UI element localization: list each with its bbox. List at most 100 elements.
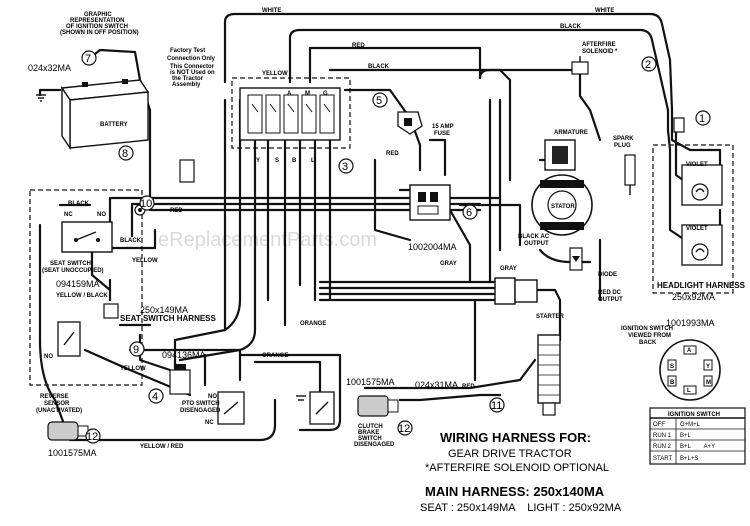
ignition-row-start-conn: B+L+S [680,456,698,462]
seat-no-label: NO [97,212,106,218]
ignition-row-run1-conn: B+L [680,433,692,439]
ignition-row-run1: RUN 1 [653,433,672,439]
seat-harness-label: SEAT SWITCH HARNESS [120,314,217,323]
back-terminal-m: M [706,380,711,386]
title-line-1: WIRING HARNESS FOR: [440,430,591,445]
starter-label: STARTER [536,314,565,320]
seat-harness-connector [103,303,119,319]
wire-label-orange-low: ORANGE [262,353,288,359]
ignition-row-run2: RUN 2 [653,444,672,450]
wire-label-black-seat: BLACK [68,201,90,207]
headlight-lower [681,224,723,266]
callout-1: 1 [699,113,705,125]
part-024x31: 024x31MA [415,380,458,390]
seat-nc-label: NC [64,212,73,218]
wire-label-gray-right: GRAY [500,266,517,272]
clutch-switch-part [357,395,399,417]
ignition-switch-graphic-box [231,77,351,149]
graphic-rep-2: REPRESENTATION [70,18,124,24]
terminal-a: A [287,91,292,97]
callout-11: 11 [491,400,502,412]
pto-label-1: PTO SWITCH [182,401,220,407]
wire-label-violet-lower: VIOLET [686,226,708,232]
factory-test-6: Assembly [172,82,201,88]
relay-connector [409,184,451,221]
headlight-upper [681,164,723,206]
reverse-label-3: (UNACTIVATED) [36,408,82,414]
diode-label: DIODE [598,272,617,278]
wire-label-yellow-seat: YELLOW [132,258,158,264]
back-terminal-s: S [670,364,674,370]
terminal-m: M [305,91,310,97]
callout-4: 4 [152,391,158,403]
ground-symbol [36,94,46,102]
spark-plug-label-1: SPARK [613,136,634,142]
headlight-harness-label: HEADLIGHT HARNESS [657,281,746,290]
graphic-rep-1: GRAPHIC [84,12,112,18]
headlight-harness-box [652,144,734,294]
graphic-rep-3: OF IGNITION SWITCH [66,24,128,30]
ignition-row-run2-conn: B+L A+Y [680,444,715,450]
part-1001993: 1001993MA [666,318,715,328]
yellow-black-label: YELLOW / BLACK [56,293,108,299]
part-1001575-left: 1001575MA [48,448,97,458]
battery: BATTERY [60,79,150,151]
clutch-label-1: CLUTCH [358,424,383,430]
back-terminal-a: A [687,348,692,354]
back-terminal-b: B [670,380,675,386]
wire-color-labels: WHITE WHITE BLACK RED YELLOW BLACK BLACK… [68,8,708,390]
wire-label-white-top: WHITE [262,8,281,14]
callout-12-right: 12 [398,423,410,435]
yellow-red-label: YELLOW / RED [140,444,184,450]
reverse-label-1: REVERSE [40,394,69,400]
pto-label-2: DISENGAGED [180,408,221,414]
headlight-connector [673,117,685,133]
headlight-harness-part: 250x92MA [672,292,715,302]
callout-2: 2 [645,59,651,71]
ign-view-label-1: IGNITION SWITCH [621,326,673,332]
wire-label-white-right: WHITE [595,8,614,14]
title-line-2: GEAR DRIVE TRACTOR [448,448,572,460]
black-ac-label-2: OUTPUT [524,241,549,247]
wire-label-black-mid: BLACK [368,64,390,70]
factory-test-4: is NOT Used on [170,70,215,76]
wire-label-red-fuse: RED [386,151,399,157]
reverse-sensor [47,421,89,441]
title-block: WIRING HARNESS FOR: GEAR DRIVE TRACTOR *… [420,430,622,514]
armature-label: ARMATURE [554,130,588,136]
ignition-table-title: IGNITION SWITCH [668,412,720,418]
seat-switch-harness-box [29,189,143,386]
callout-10: 10 [140,198,152,210]
factory-test-5: the Tractor [172,76,204,82]
ignition-row-off: OFF [653,422,665,428]
callouts: 1 2 3 4 5 6 7 8 9 10 11 12 12 [81,50,711,444]
main-connector [494,277,538,305]
stator-label: STATOR [551,204,575,210]
notes: GRAPHIC REPRESENTATION OF IGNITION SWITC… [36,12,746,450]
factory-test-3: This Connector [170,64,215,70]
wire-label-violet-upper: VIOLET [686,162,708,168]
back-terminal-y: Y [706,364,710,370]
terminal-b: B [292,158,297,164]
ignition-row-off-conn: G+M+L [680,422,701,428]
starter-wires [363,298,537,402]
seat-switch-label-1: SEAT SWITCH [50,261,91,267]
part-094159: 094159MA [56,279,100,289]
title-line-3: *AFTERFIRE SOLENOID OPTIONAL [425,462,609,474]
factory-test-1: Factory Test [170,48,205,54]
wire-label-black-top: BLACK [560,24,582,30]
ign-view-label-2: VIEWED FROM [628,333,671,339]
callout-3: 3 [342,161,348,173]
callout-8: 8 [122,148,128,160]
part-numbers: 024x32MA 094159MA 094136MA 1002004MA 100… [28,63,715,458]
callout-9: 9 [133,344,139,356]
part-1002004: 1002004MA [408,242,457,252]
callout-6: 6 [466,207,472,219]
pto-connector [169,364,191,395]
ignition-row-start: START [653,456,672,462]
graphic-rep-4: (SHOWN IN OFF POSITION) [60,30,139,36]
wire-label-yellow-top: YELLOW [262,71,288,77]
pto-no-label: NO [208,394,217,400]
pto-nc-label: NC [205,420,214,426]
